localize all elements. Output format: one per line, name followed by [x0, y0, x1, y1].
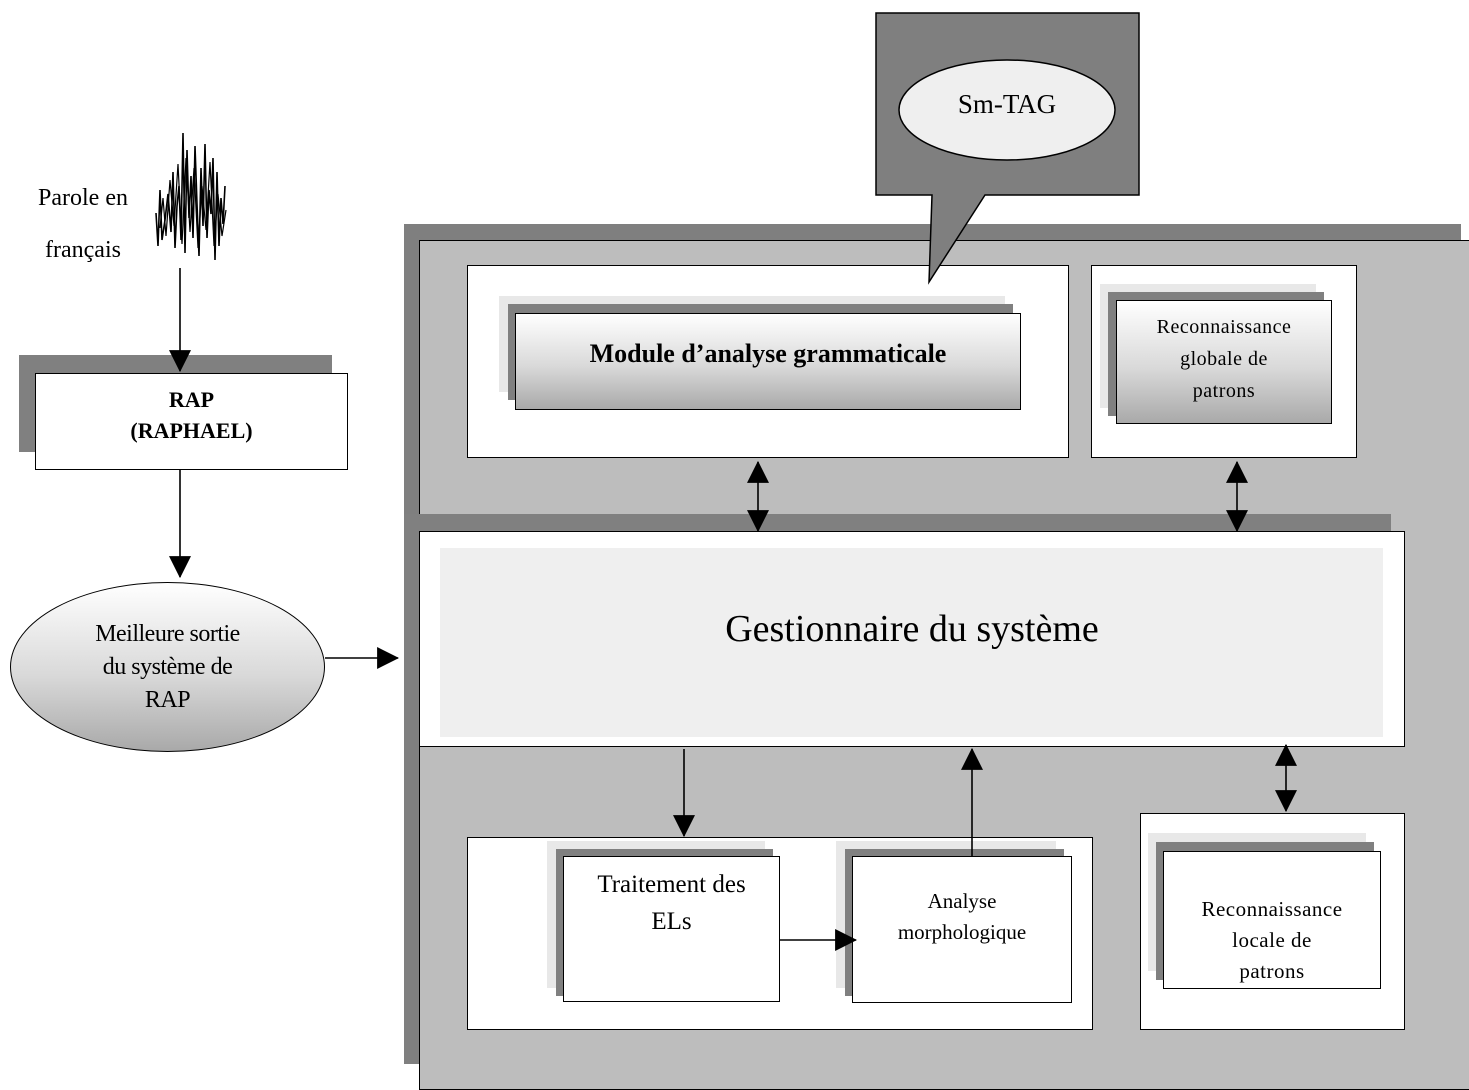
grammar-module-box: [515, 313, 1021, 410]
global-patterns-line3: patrons: [1192, 380, 1256, 402]
rap-box-label: RAP (RAPHAEL): [35, 384, 348, 446]
speech-input-line1: Parole en: [38, 185, 128, 211]
el-processing-box: [563, 856, 780, 1002]
morphology-label: Analyse morphologique: [852, 886, 1072, 948]
best-output-line2: du système de: [102, 654, 233, 680]
local-patterns-line1: Reconnaissance: [1201, 897, 1343, 921]
best-output-line1: Meilleure sortie: [95, 621, 240, 647]
global-patterns-line2: globale de: [1180, 348, 1268, 370]
grammar-module-label: Module d’analyse grammaticale: [589, 339, 947, 368]
rap-box-line1: RAP: [168, 387, 215, 412]
global-patterns-box: [1116, 300, 1332, 424]
el-processing-label: Traitement des ELs: [563, 866, 780, 940]
local-patterns-line3: patrons: [1239, 959, 1305, 983]
rap-box-line2: (RAPHAEL): [130, 418, 253, 443]
waveform-icon: [155, 132, 227, 261]
smtag-label: Sm-TAG: [957, 89, 1057, 119]
morphology-line2: morphologique: [897, 920, 1027, 944]
local-patterns-line2: locale de: [1232, 928, 1312, 952]
smtag-ellipse: [898, 59, 1116, 161]
best-output-line3: RAP: [144, 687, 191, 713]
morphology-line1: Analyse: [927, 889, 997, 913]
rap-box: [35, 373, 348, 470]
speech-input-line2: français: [45, 237, 121, 263]
system-manager-inner: [440, 548, 1383, 737]
speech-input-label: Parole en français: [18, 172, 148, 276]
local-patterns-box: Reconnaissance locale de patrons: [1163, 851, 1381, 989]
el-processing-line1: Traitement des: [597, 871, 746, 898]
global-patterns-label: Reconnaissance globale de patrons: [1116, 311, 1332, 407]
global-patterns-line1: Reconnaissance: [1156, 316, 1292, 338]
local-patterns-label: Reconnaissance locale de patrons: [1164, 894, 1380, 987]
system-manager-label: Gestionnaire du système: [725, 608, 1099, 650]
best-output-ellipse: [10, 582, 325, 752]
best-output-label: Meilleure sortie du système de RAP: [10, 618, 325, 717]
el-processing-line2: ELs: [651, 908, 692, 935]
